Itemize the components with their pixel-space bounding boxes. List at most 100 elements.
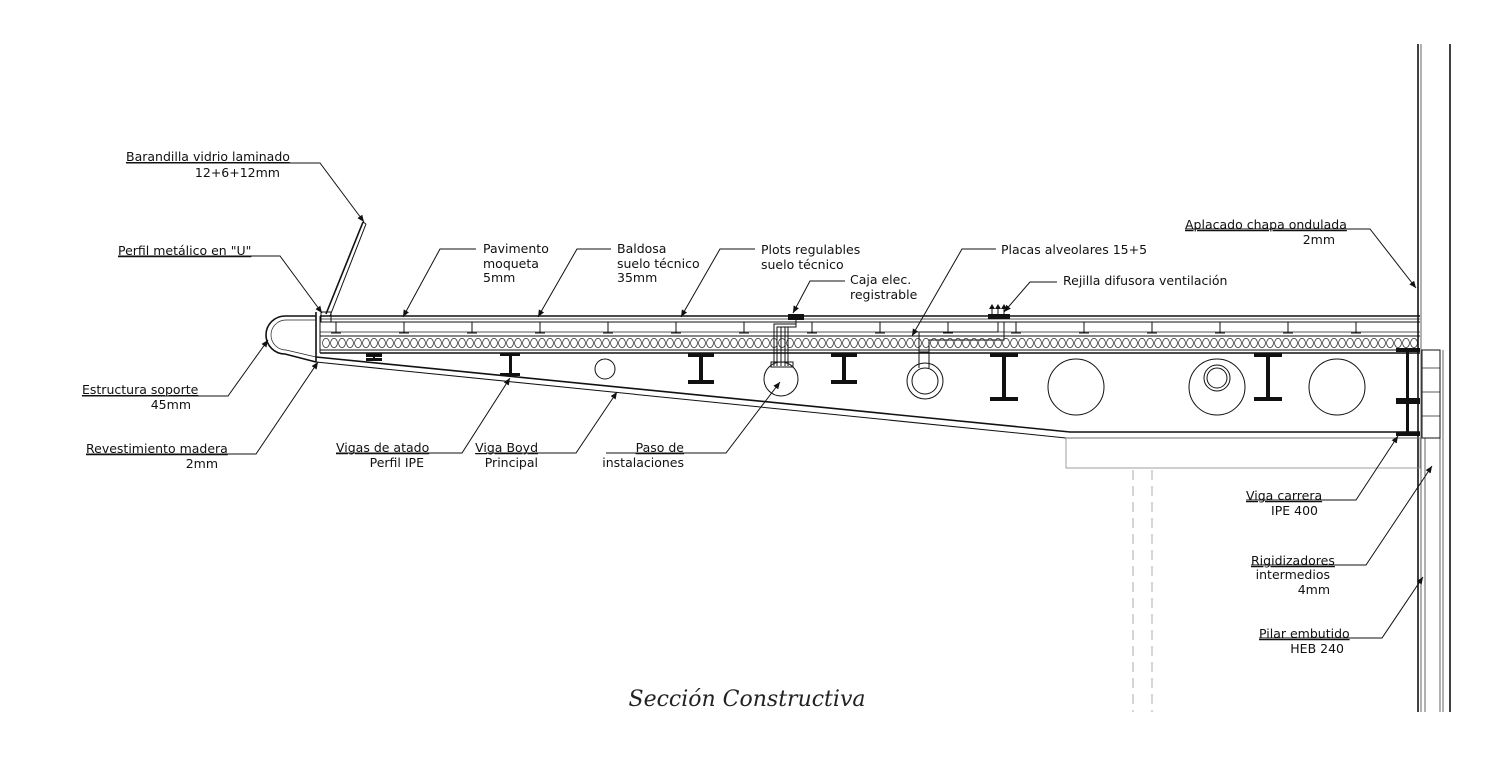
hollow-core-cell — [658, 338, 666, 348]
hollow-core-cell — [594, 338, 602, 348]
hollow-core-cell — [1346, 338, 1354, 348]
hollow-core-cell — [1194, 338, 1202, 348]
hollow-core-cell — [474, 338, 482, 348]
hollow-core-cell — [1010, 338, 1018, 348]
hollow-core-cell — [1154, 338, 1162, 348]
hollow-core-cell — [722, 338, 730, 348]
label-viga-carrera-1: Viga carrera — [1246, 488, 1322, 503]
hollow-core-cell — [810, 338, 818, 348]
hollow-core-cell — [1138, 338, 1146, 348]
hollow-core-cell — [930, 338, 938, 348]
pedestal — [738, 321, 750, 334]
pedestal — [806, 321, 818, 334]
drawing-title: Sección Constructiva — [629, 687, 866, 712]
pedestal — [942, 321, 954, 334]
hollow-core-cell — [986, 338, 994, 348]
hollow-core-cell — [706, 338, 714, 348]
hollow-core-cell — [1002, 338, 1010, 348]
labels: Barandilla vidrio laminado 12+6+12mm Per… — [82, 149, 1350, 656]
hollow-core-cell — [1306, 338, 1314, 348]
hollow-core-cell — [338, 338, 346, 348]
hollow-core-cell — [618, 338, 626, 348]
hollow-core-cell — [682, 338, 690, 348]
hollow-core-cell — [834, 338, 842, 348]
hollow-core-cell — [626, 338, 634, 348]
hollow-core-cell — [322, 338, 330, 348]
hollow-core-cell — [1034, 338, 1042, 348]
hollow-core-cell — [1290, 338, 1298, 348]
hollow-core-cell — [514, 338, 522, 348]
hollow-core-cell — [1106, 338, 1114, 348]
hollow-core-cell — [1074, 338, 1082, 348]
ipe-beams — [366, 353, 1282, 401]
hollow-core-cell — [674, 338, 682, 348]
hollow-core-cell — [690, 338, 698, 348]
hollow-core-cell — [530, 338, 538, 348]
hollow-core-cell — [346, 338, 354, 348]
label-revestimiento-2: 2mm — [186, 456, 218, 471]
hollow-core-cell — [642, 338, 650, 348]
hollow-core-cell — [778, 338, 786, 348]
label-paso-1: Paso de — [636, 440, 685, 455]
floor-layers — [319, 315, 1420, 354]
hollow-core-cell — [1114, 338, 1122, 348]
label-revestimiento-1: Revestimiento madera — [86, 441, 228, 456]
hollow-core-cell — [762, 338, 770, 348]
hollow-core-cell — [1210, 338, 1218, 348]
pedestal — [330, 321, 342, 334]
pedestal — [874, 321, 886, 334]
hollow-core-cell — [1178, 338, 1186, 348]
hollow-core-cell — [962, 338, 970, 348]
hollow-core-cell — [378, 338, 386, 348]
hollow-core-cell — [666, 338, 674, 348]
hollow-core-cell — [1090, 338, 1098, 348]
hollow-core-cell — [1362, 338, 1370, 348]
label-pilar-1: Pilar embutido — [1259, 626, 1350, 641]
label-rigidizadores-3: 4mm — [1298, 582, 1330, 597]
label-pavimento-2: moqueta — [483, 256, 539, 271]
hollow-core-cell — [850, 338, 858, 348]
label-rejilla: Rejilla difusora ventilación — [1063, 273, 1227, 288]
edge-detail — [265, 221, 367, 363]
hollow-core-cell — [490, 338, 498, 348]
hollow-core-cell — [874, 338, 882, 348]
hollow-core-cell — [890, 338, 898, 348]
hollow-core-cell — [1258, 338, 1266, 348]
hollow-core-cell — [442, 338, 450, 348]
label-plots-1: Plots regulables — [761, 242, 860, 257]
hollow-core-cell — [1122, 338, 1130, 348]
hollow-core-cell — [858, 338, 866, 348]
label-caja-1: Caja elec. — [850, 272, 911, 287]
hollow-core-cell — [1266, 338, 1274, 348]
hollow-core-cell — [1146, 338, 1154, 348]
hollow-core-cell — [866, 338, 874, 348]
hollow-core-cell — [1082, 338, 1090, 348]
raised-floor-pedestals — [330, 321, 1362, 334]
label-estructura-1: Estructura soporte — [82, 382, 199, 397]
hollow-core-cell — [634, 338, 642, 348]
hollow-core-cell — [1042, 338, 1050, 348]
hollow-core-cell — [802, 338, 810, 348]
duct-openings — [594, 358, 1366, 416]
hollow-core-cell — [450, 338, 458, 348]
hollow-core-cell — [970, 338, 978, 348]
hollow-core-cell — [1370, 338, 1378, 348]
hollow-core-cell — [1298, 338, 1306, 348]
hollow-core-cell — [370, 338, 378, 348]
hollow-core-cell — [506, 338, 514, 348]
hollow-core-cell — [946, 338, 954, 348]
hollow-core-cell — [794, 338, 802, 348]
boyd-beam — [315, 356, 1421, 712]
hollow-core-cell — [826, 338, 834, 348]
hollow-core-cell — [730, 338, 738, 348]
hollow-core-cell — [698, 338, 706, 348]
hollow-core-cell — [1250, 338, 1258, 348]
hollow-core-cell — [738, 338, 746, 348]
pedestal — [398, 321, 410, 334]
hollow-core-cell — [610, 338, 618, 348]
hollow-core-cell — [1050, 338, 1058, 348]
hollow-core-cells — [322, 338, 1418, 348]
hollow-core-cell — [1386, 338, 1394, 348]
pedestal — [670, 321, 682, 334]
